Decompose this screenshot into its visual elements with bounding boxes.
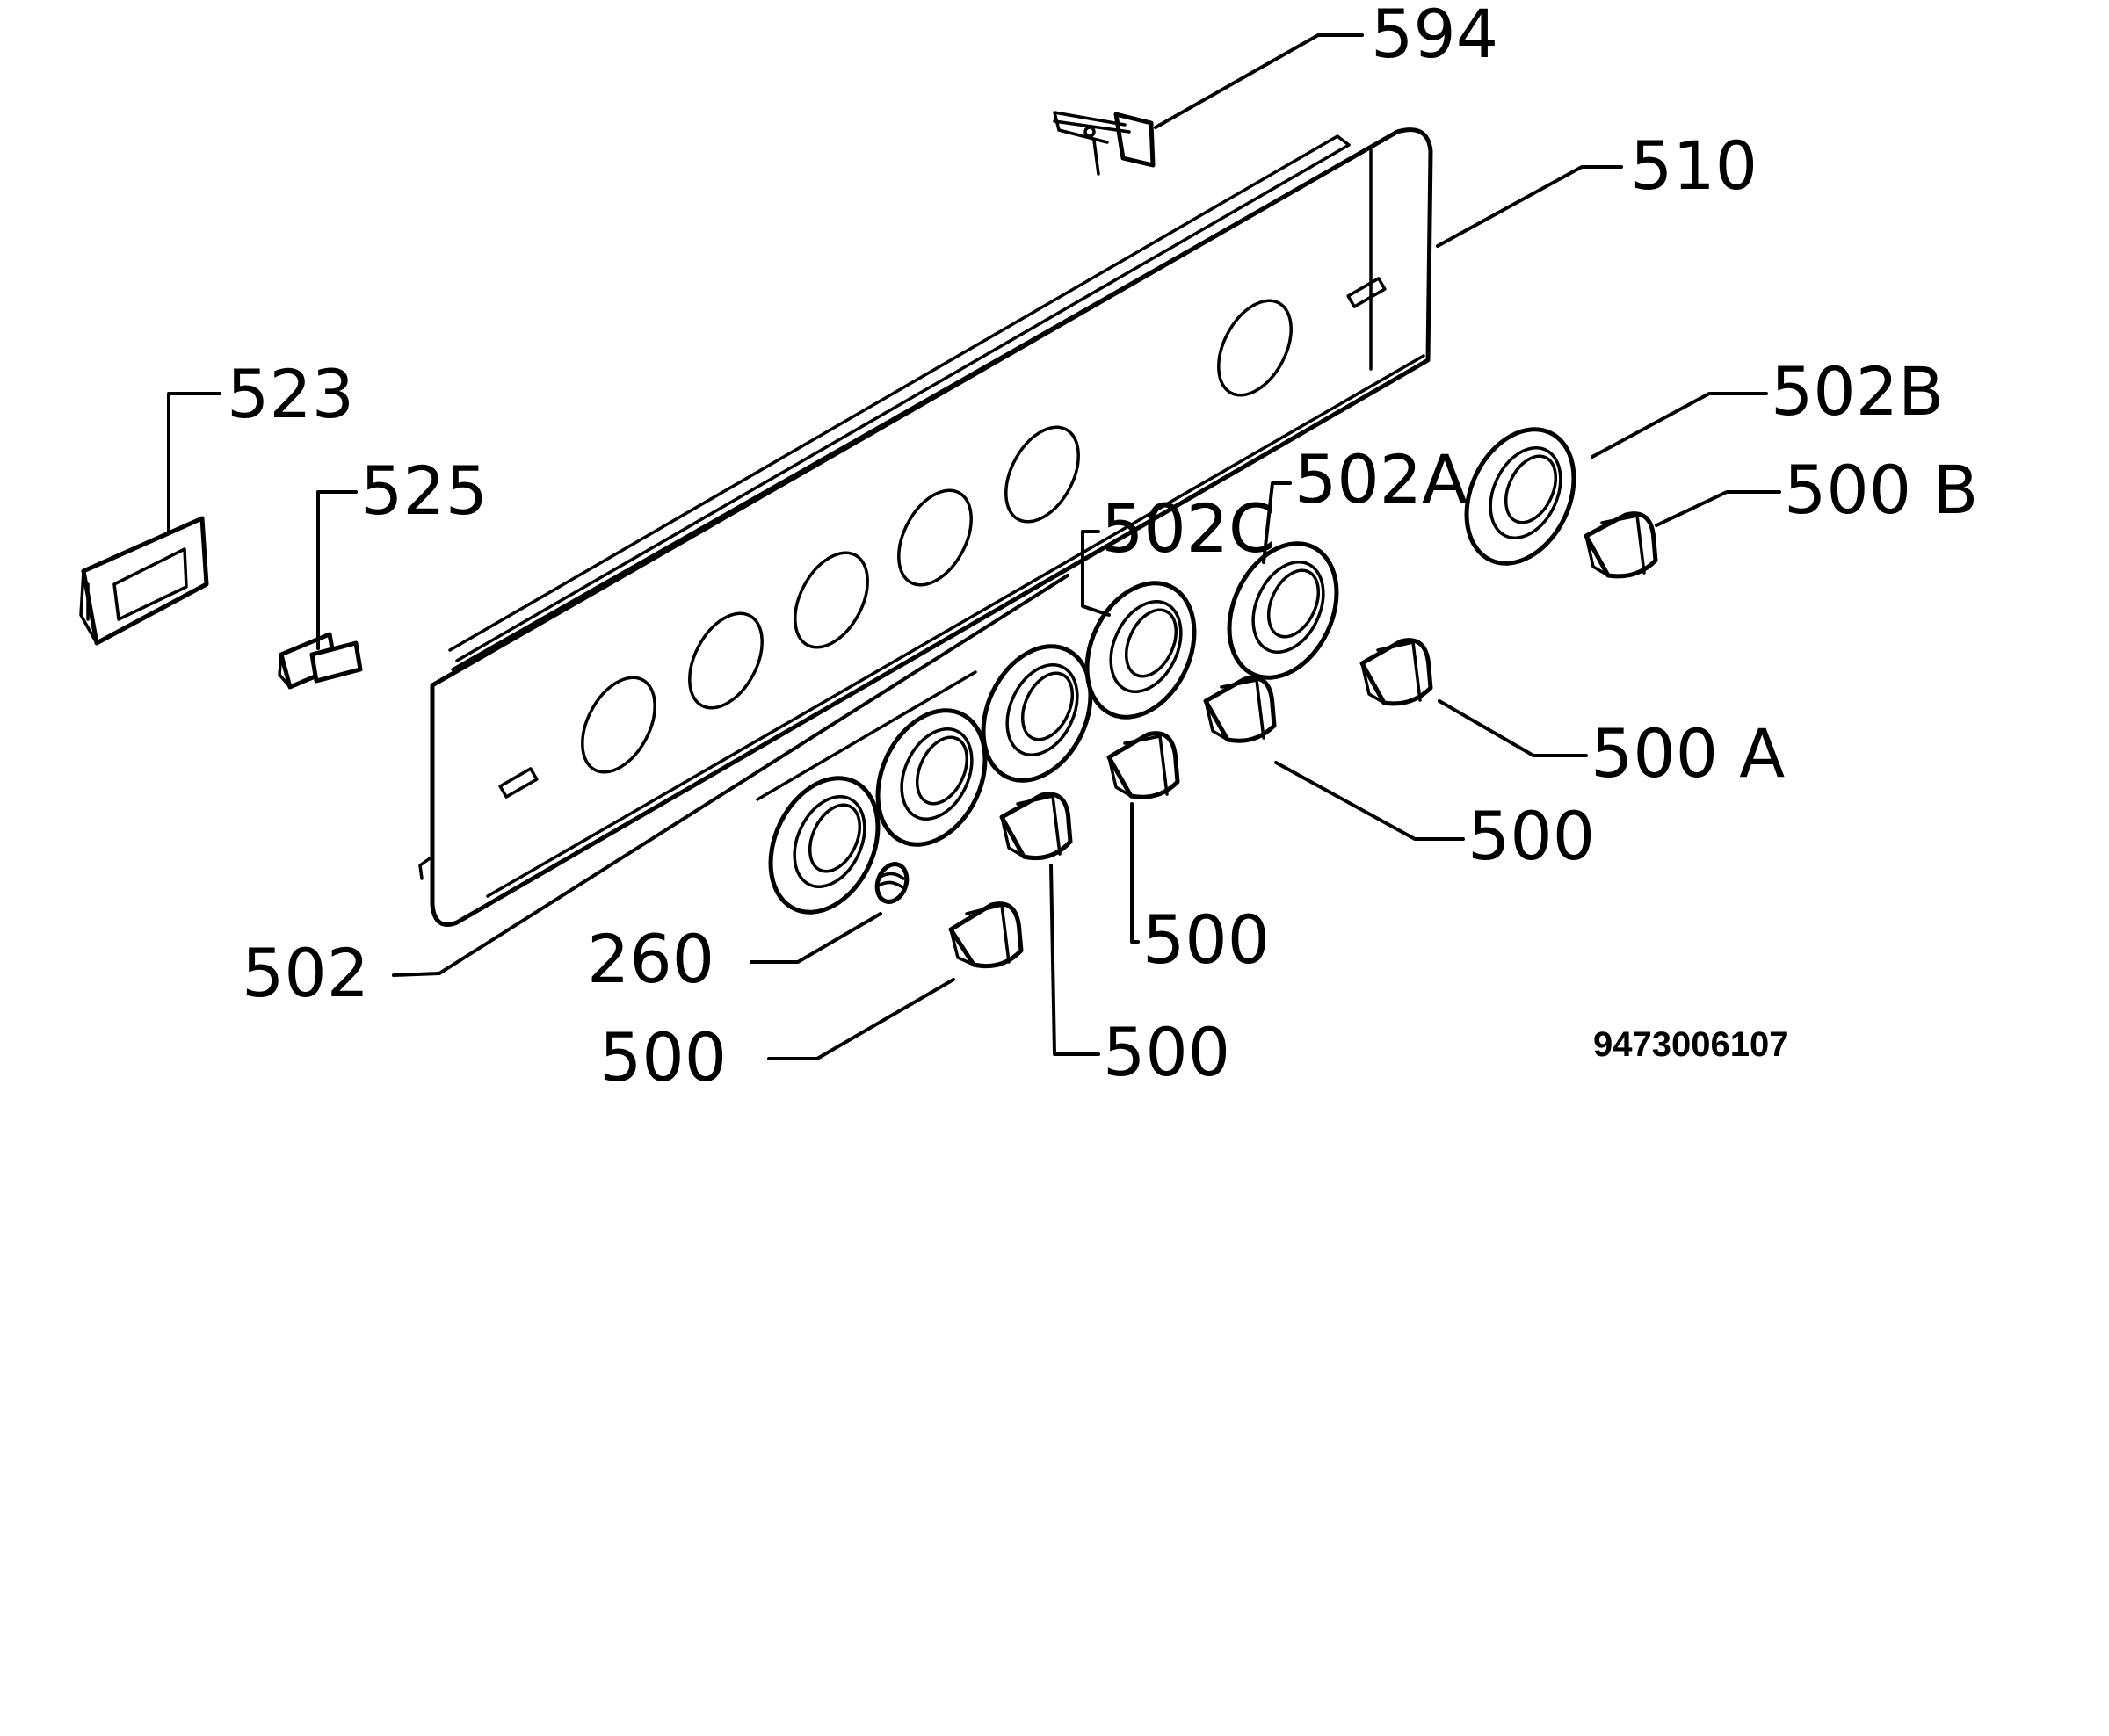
panel-hole-4	[897, 488, 973, 587]
knob-500-bottom-mid	[999, 792, 1073, 861]
reference-number: 9473006107	[1593, 1025, 1788, 1064]
callout-500-r4: 500	[599, 1018, 727, 1096]
leader-500-r3	[1049, 864, 1100, 1056]
callout-500-r2: 500	[1142, 901, 1270, 979]
callout-523: 523	[227, 355, 354, 433]
control-panel-510	[418, 127, 1433, 927]
bracket-594	[1053, 111, 1156, 176]
panel-hole-6	[1217, 299, 1293, 397]
callout-500A: 500 A	[1591, 714, 1785, 792]
leader-500-r2	[1130, 802, 1140, 944]
knob-bezel-502A	[1227, 541, 1339, 680]
leader-500B	[1655, 490, 1781, 527]
leader-502B	[1591, 392, 1768, 459]
leader-502C	[1081, 530, 1111, 617]
callout-510: 510	[1630, 127, 1758, 205]
switch-frame-523	[79, 516, 209, 646]
panel-hole-3	[794, 551, 869, 649]
panel-hole-1	[581, 676, 656, 774]
leader-260	[750, 912, 882, 964]
callout-502A: 502A	[1294, 440, 1468, 518]
knob-bezel-502B	[1464, 427, 1576, 566]
callout-502: 502	[242, 934, 369, 1012]
callout-502B: 502B	[1771, 352, 1944, 430]
knob-500-upper-mid	[1203, 676, 1277, 743]
callout-500-r3: 500	[1103, 1013, 1230, 1091]
switch-525	[278, 632, 363, 690]
leader-500-r1	[1274, 761, 1465, 841]
panel-hole-5	[1004, 425, 1080, 524]
callout-525: 525	[360, 452, 488, 530]
spring-260	[874, 862, 910, 904]
knob-bezel-502C	[1084, 581, 1197, 720]
knob-500A	[1359, 638, 1433, 706]
leader-502	[392, 574, 1069, 977]
leader-523	[167, 392, 221, 533]
knob-500-bottom-left	[948, 901, 1024, 969]
leader-lines	[167, 33, 1781, 1060]
leader-500A	[1438, 699, 1588, 757]
callout-500B: 500 B	[1784, 451, 1978, 529]
callout-502C: 502C	[1101, 489, 1275, 568]
knob-bezel-502-2	[875, 708, 988, 847]
knob-500-mid	[1106, 731, 1180, 799]
panel-slot-left	[498, 767, 539, 799]
leader-594	[1154, 33, 1364, 129]
leader-510	[1436, 165, 1623, 248]
knob-bezel-502-3	[981, 644, 1093, 783]
panel-hole-2	[688, 611, 764, 710]
callout-500-r1: 500	[1468, 797, 1595, 875]
knob-500B	[1584, 511, 1658, 579]
knob-bezel-502-1	[768, 776, 881, 915]
callout-260: 260	[587, 920, 714, 998]
callout-594: 594	[1371, 0, 1498, 73]
leader-502A	[1262, 481, 1292, 564]
panel-slot-right	[1346, 277, 1387, 308]
leader-500-r4	[767, 978, 955, 1060]
leader-525	[316, 490, 358, 650]
